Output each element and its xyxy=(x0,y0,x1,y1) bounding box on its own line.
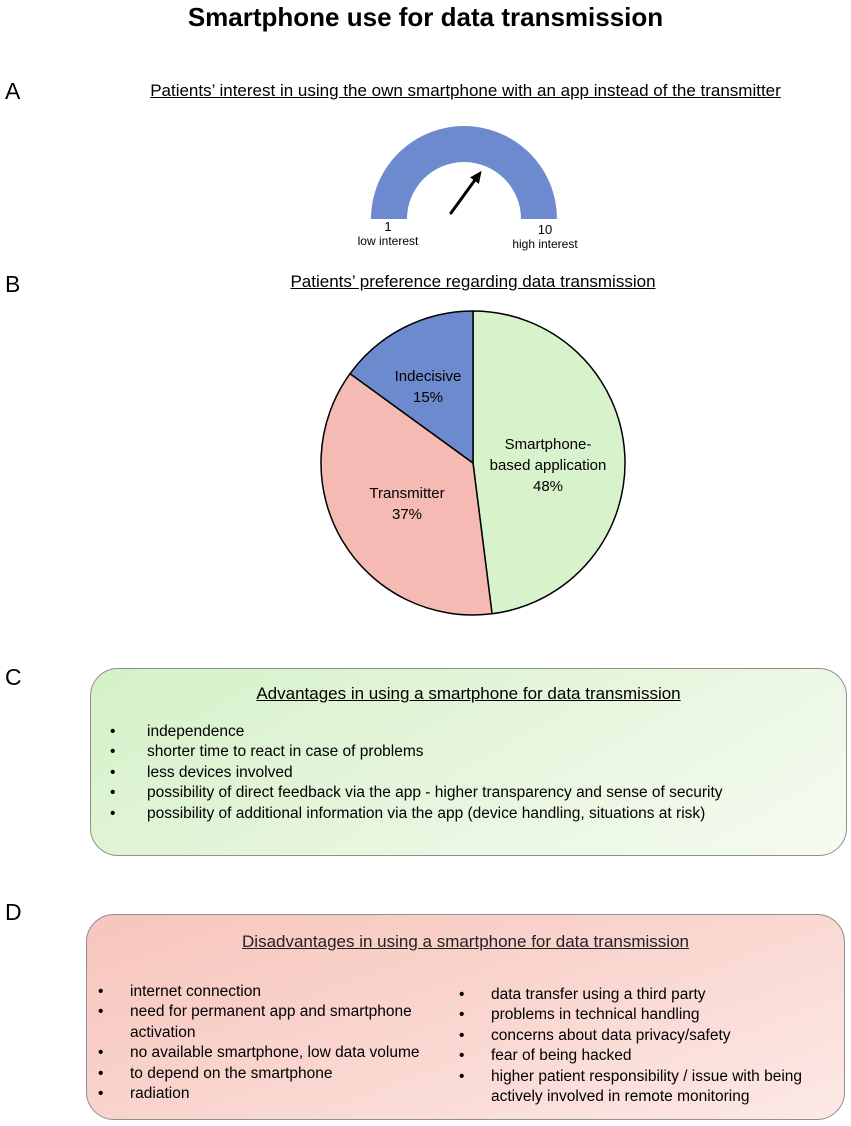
disadvantages-list-left: internet connection need for permanent a… xyxy=(98,982,438,1105)
preference-pie-chart xyxy=(320,310,626,616)
disadvantage-item: no available smartphone, low data volume xyxy=(98,1043,438,1064)
pie-slice-indecisive xyxy=(349,310,474,464)
gauge-max-text: high interest xyxy=(512,237,578,251)
figure-title: Smartphone use for data transmission xyxy=(187,2,664,32)
pie-label-smartphone: Smartphone- based application 48% xyxy=(473,434,623,497)
panel-letter-b: B xyxy=(5,271,21,297)
advantage-item: shorter time to react in case of problem… xyxy=(110,742,723,763)
pie-label-transmitter: Transmitter 37% xyxy=(347,483,467,525)
panel-letter-d: D xyxy=(5,899,22,925)
advantages-box: Advantages in using a smartphone for dat… xyxy=(90,668,847,856)
pie-label-smartphone-line1: Smartphone- xyxy=(504,436,592,453)
disadvantage-item: higher patient responsibility / issue wi… xyxy=(459,1067,819,1108)
disadvantage-item: fear of being hacked xyxy=(459,1046,819,1067)
gauge-max-label: 10 high interest xyxy=(500,222,590,252)
pie-slice-transmitter xyxy=(320,372,493,616)
pie-label-smartphone-percent: 48% xyxy=(532,478,564,495)
gauge-min-label: 1 low interest xyxy=(348,219,428,249)
disadvantages-list-right: data transfer using a third party proble… xyxy=(459,985,819,1107)
advantage-item: possibility of additional information vi… xyxy=(110,804,723,825)
pie-label-indecisive-percent: 15% xyxy=(412,389,444,406)
advantage-item: less devices involved xyxy=(110,763,723,784)
panel-letter-c: C xyxy=(5,664,22,690)
disadvantage-item: data transfer using a third party xyxy=(459,985,819,1006)
gauge-arc xyxy=(371,126,557,219)
pie-label-indecisive: Indecisive 15% xyxy=(373,366,483,408)
disadvantage-item: need for permanent app and smartphone ac… xyxy=(98,1002,438,1043)
pie-title: Patients’ preference regarding data tran… xyxy=(290,272,656,291)
pie-label-smartphone-line2: based application xyxy=(489,457,607,474)
pie-label-indecisive-line1: Indecisive xyxy=(394,368,462,385)
advantage-item: independence xyxy=(110,722,723,743)
pie-slice-smartphone-based-application xyxy=(472,310,626,615)
panel-letter-a: A xyxy=(5,78,21,104)
disadvantage-item: concerns about data privacy/safety xyxy=(459,1026,819,1047)
pie-label-transmitter-line1: Transmitter xyxy=(369,485,445,502)
gauge-needle xyxy=(449,179,477,215)
pie-label-transmitter-percent: 37% xyxy=(391,506,423,523)
gauge-title: Patients’ interest in using the own smar… xyxy=(150,81,781,100)
disadvantage-item: internet connection xyxy=(98,982,438,1003)
interest-gauge xyxy=(371,126,557,219)
gauge-min-value: 1 xyxy=(384,219,392,234)
advantage-item: possibility of direct feedback via the a… xyxy=(110,783,723,804)
disadvantages-title: Disadvantages in using a smartphone for … xyxy=(242,932,689,951)
disadvantage-item: problems in technical handling xyxy=(459,1005,819,1026)
advantages-list: independence shorter time to react in ca… xyxy=(110,722,723,824)
disadvantage-item: radiation xyxy=(98,1084,438,1105)
disadvantages-box: Disadvantages in using a smartphone for … xyxy=(86,914,845,1120)
advantages-title: Advantages in using a smartphone for dat… xyxy=(256,684,681,703)
gauge-min-text: low interest xyxy=(357,234,419,248)
disadvantage-item: to depend on the smartphone xyxy=(98,1064,438,1085)
gauge-needle-head xyxy=(470,170,482,184)
gauge-max-value: 10 xyxy=(537,222,553,237)
